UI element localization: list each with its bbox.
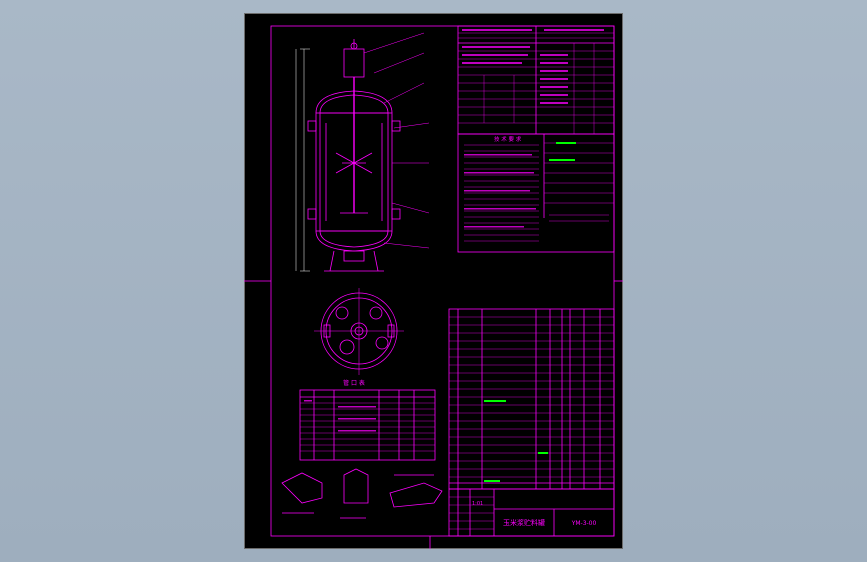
- design-data-table: [457, 25, 615, 135]
- vessel-plan-view: [314, 288, 404, 375]
- title-block-drawing-number: YM-3-00: [571, 520, 597, 527]
- dense-text-regions: [304, 29, 604, 432]
- drawing-canvas: 管 口 表 技 术 要 求 1:01 玉米浆贮料罐 YM-3-00: [244, 13, 623, 549]
- parts-list: [448, 308, 615, 490]
- title-block: [448, 488, 615, 537]
- sheet-border: [244, 13, 623, 549]
- green-notes: [484, 142, 576, 482]
- nozzle-table: [299, 389, 436, 461]
- title-block-drawing-name: 玉米浆贮料罐: [503, 518, 545, 527]
- vessel-elevation: [295, 32, 430, 272]
- detail-sketches: [281, 468, 443, 519]
- drawing-sheet[interactable]: 管 口 表 技 术 要 求 1:01 玉米浆贮料罐 YM-3-00: [244, 13, 623, 549]
- nozzle-table-title: 管 口 表: [343, 379, 365, 387]
- tech-requirements-block: [457, 133, 615, 253]
- title-block-scale: 1:01: [472, 501, 483, 507]
- tech-requirements-title: 技 术 要 求: [494, 135, 522, 143]
